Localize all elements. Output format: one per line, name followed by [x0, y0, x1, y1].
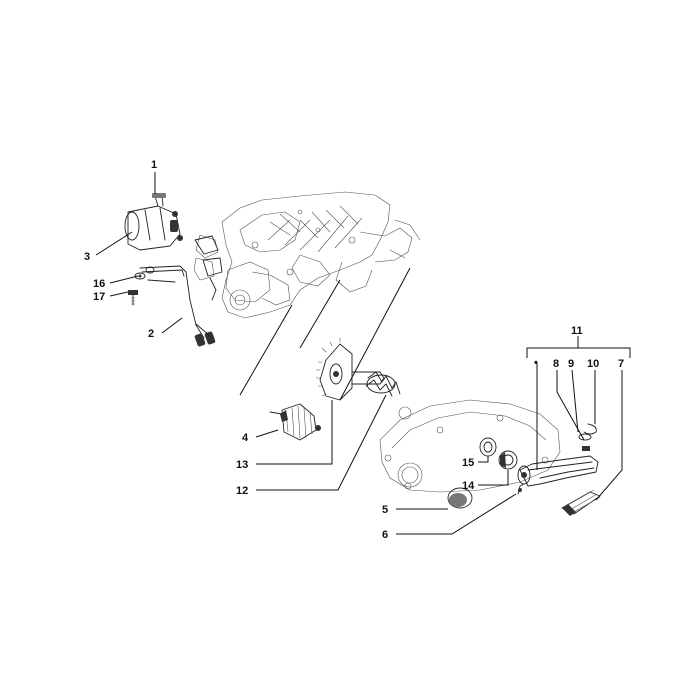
label-17: 17: [93, 291, 105, 303]
bolt-17: [128, 290, 138, 306]
clip-6: [517, 483, 525, 495]
kit-marker: •: [534, 357, 538, 369]
label-8: 8: [553, 358, 559, 370]
washer-16: [134, 266, 155, 280]
wiring-harness: [139, 265, 216, 347]
label-11: 11: [571, 325, 583, 337]
label-13: 13: [236, 459, 248, 471]
label-7: 7: [618, 358, 624, 370]
label-14: 14: [462, 480, 475, 492]
circlip-10: [583, 423, 597, 435]
leader-lines: [95, 172, 631, 535]
kickstart-gear-sector: [316, 338, 385, 401]
cover-plug: [447, 487, 473, 509]
label-3: 3: [84, 251, 90, 263]
part-number-labels: 1 3 16 17 2 4 13 12 5 6 15 14 11 • 8 9 1…: [84, 159, 624, 541]
kick-pedal-rubber: [561, 489, 601, 516]
label-5: 5: [382, 504, 388, 516]
label-12: 12: [236, 485, 248, 497]
kickstart-spring: [365, 371, 401, 397]
label-4: 4: [242, 432, 249, 444]
pin-8: [582, 446, 590, 451]
label-6: 6: [382, 529, 388, 541]
label-9: 9: [568, 358, 574, 370]
engine-crankcase: [193, 191, 421, 319]
label-16: 16: [93, 278, 105, 290]
label-2: 2: [148, 328, 154, 340]
label-15: 15: [462, 457, 474, 469]
washer-9: [578, 433, 592, 441]
starter-motor: [124, 193, 183, 251]
label-1: 1: [151, 159, 157, 171]
starter-bracket: [194, 235, 223, 301]
oil-seal-15: [479, 437, 497, 457]
kickstart-lever: [517, 455, 599, 487]
bushing-14: [498, 450, 518, 470]
label-10: 10: [587, 358, 599, 370]
starter-pinion: [269, 403, 321, 441]
transmission-side-cover: [379, 399, 561, 493]
